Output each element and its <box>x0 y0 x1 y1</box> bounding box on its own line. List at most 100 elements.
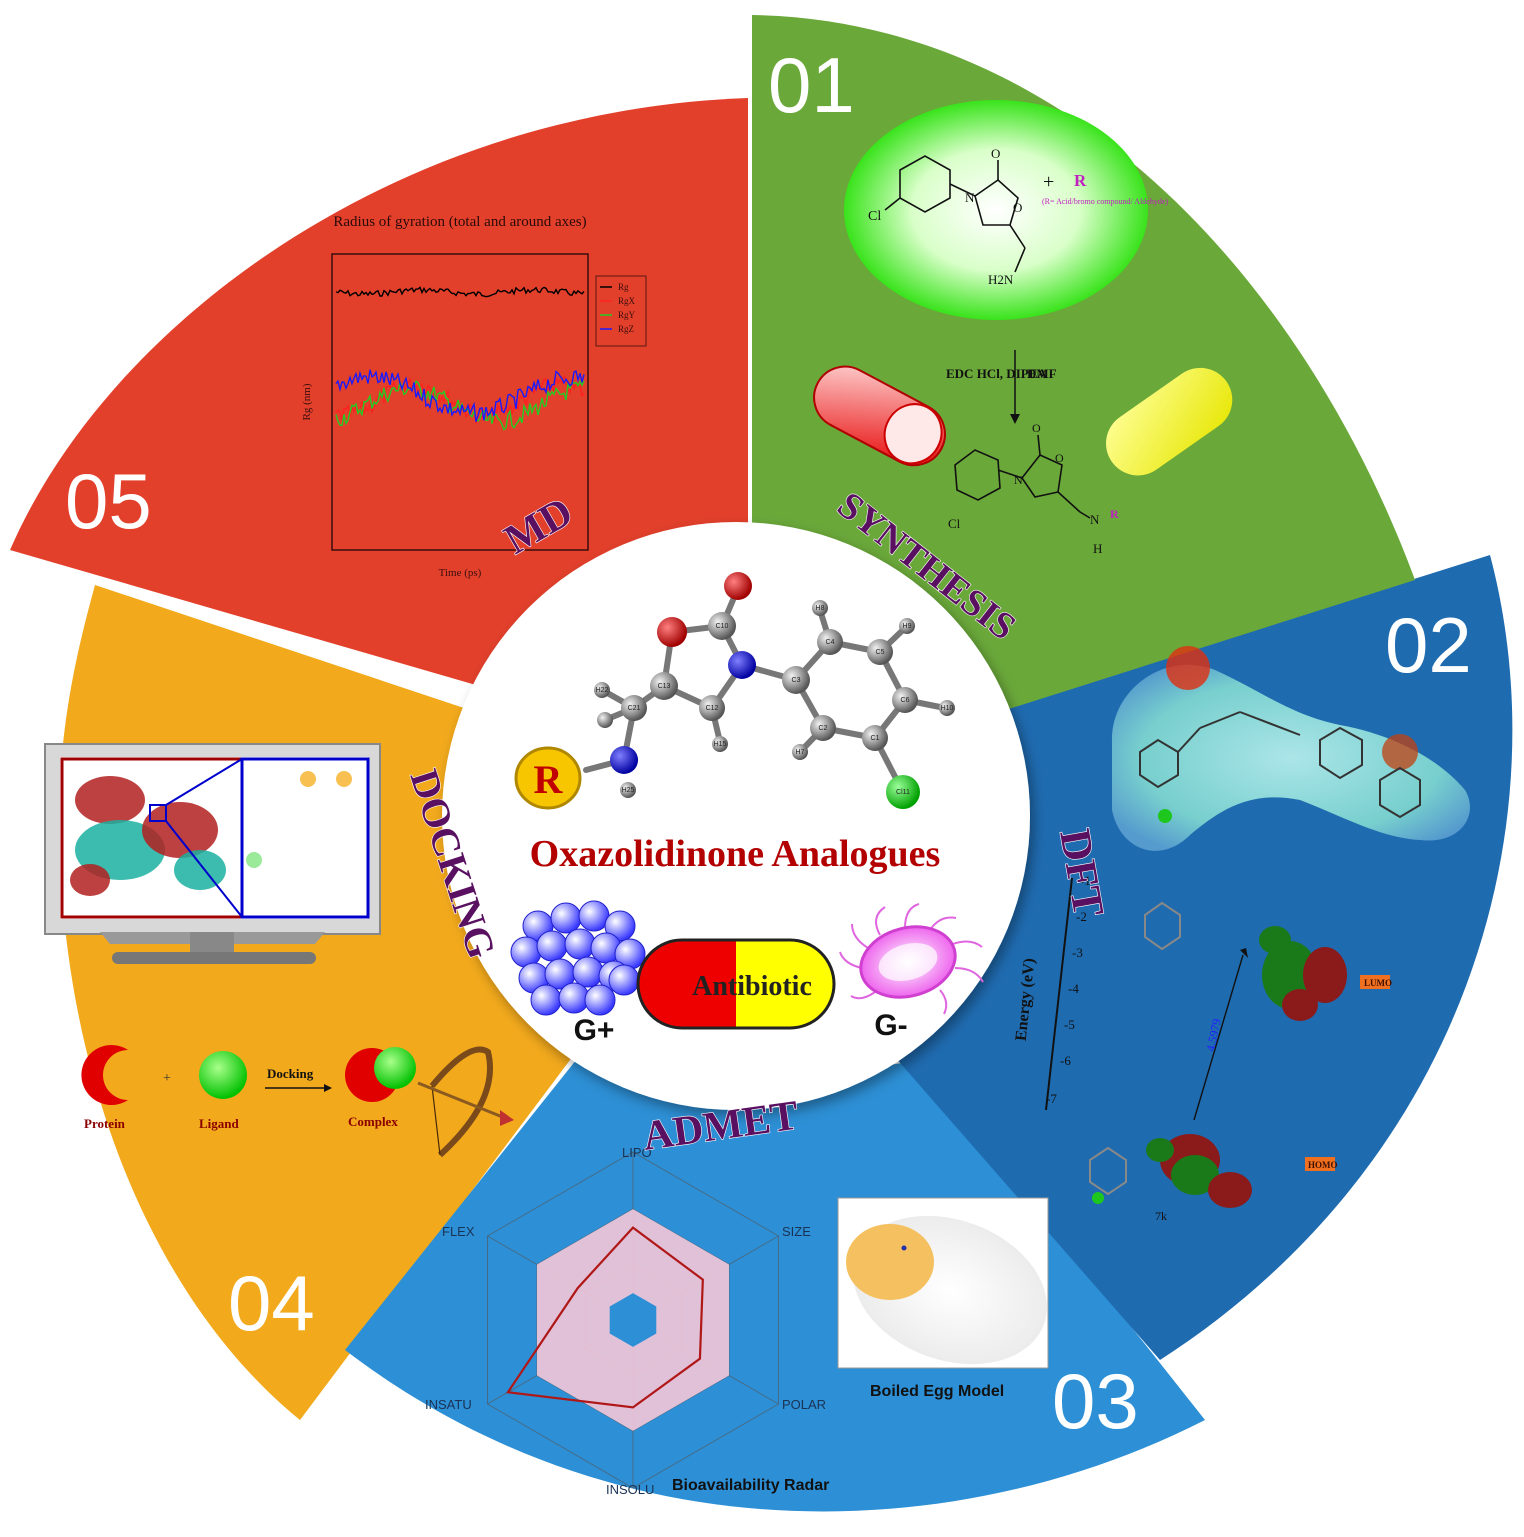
dft-compound: 7k <box>1155 1209 1167 1223</box>
atom-o-ring <box>657 617 687 647</box>
red-capsule <box>813 365 946 467</box>
coccus-sphere <box>608 964 640 996</box>
coccus-sphere <box>510 936 542 968</box>
lumo-label: LUMO <box>1364 978 1392 988</box>
md-number: 05 <box>65 457 152 545</box>
egg-caption: Boiled Egg Model <box>870 1383 1004 1400</box>
radar-label-lipo: LIPO <box>622 1145 652 1160</box>
conditions-left: EDC HCl, DIPEA <box>946 366 1047 381</box>
dft-tick: -1 <box>1080 873 1091 888</box>
coccus-sphere <box>572 956 604 988</box>
coccus-sphere <box>604 910 636 942</box>
dft-content: -1 -2 -3 -4 -5 -6 -7 Energy (eV) LUMO 4.… <box>1013 646 1470 1223</box>
atom-label: H8 <box>816 605 825 612</box>
atom-o-carbonyl <box>724 572 752 600</box>
md-segment[interactable] <box>10 98 748 705</box>
md-xlabel: Time (ps) <box>439 567 482 579</box>
atom-label: C3 <box>792 677 801 684</box>
atom-c2 <box>810 715 836 741</box>
reagent-plus: + <box>1043 171 1054 193</box>
esp-molecule <box>1139 711 1421 819</box>
g-minus-label: G- <box>874 1009 907 1042</box>
md-legend-rg: Rg <box>618 282 629 292</box>
dft-tick: -2 <box>1076 909 1087 924</box>
protein-label: Protein <box>84 1116 126 1131</box>
lumo-orbital <box>1144 901 1347 1021</box>
atom-label: C13 <box>658 683 671 690</box>
radar-compound-profile <box>505 1226 704 1409</box>
dft-number: 02 <box>1385 601 1472 689</box>
radar-label-flex: FLEX <box>442 1224 475 1239</box>
synthesis-content: Cl N O O H2N + R (R= Acid/bromo compound… <box>813 100 1233 556</box>
reactant-n: N <box>965 190 975 205</box>
ligand-ball <box>199 1051 247 1099</box>
coccus-sphere <box>564 928 596 960</box>
reagent-note: (R= Acid/bromo compound/ Aldehyde) <box>1042 197 1168 206</box>
radar-label-polar: POLAR <box>782 1397 826 1412</box>
coccus-sphere <box>558 982 590 1014</box>
reagent-r: R <box>1074 171 1087 190</box>
radar-caption: Bioavailability Radar <box>672 1477 829 1494</box>
dft-ticks: -1 -2 -3 -4 -5 -6 -7 <box>1046 873 1091 1106</box>
atom-c6 <box>892 687 918 713</box>
gram-positive-spheres <box>510 900 646 1016</box>
radar-axis-labels: LIPO SIZE POLAR INSOLU INSATU FLEX <box>425 1145 826 1497</box>
boiled-egg-plot <box>837 1197 1049 1369</box>
product-n: N <box>1014 473 1023 487</box>
admet-content: LIPO SIZE POLAR INSOLU INSATU FLEX Bioav… <box>425 1145 1049 1497</box>
reactant-carbonyl-o: O <box>991 146 1000 161</box>
reactant-o: O <box>1013 200 1022 215</box>
ligand-label: Ligand <box>199 1116 240 1131</box>
md-legend-rgx: RgX <box>618 296 636 306</box>
atom-label: C10 <box>716 623 729 630</box>
dft-label: DFT <box>1050 825 1114 920</box>
atom-label: C1 <box>871 735 880 742</box>
atom-c12 <box>699 695 725 721</box>
coccus-sphere <box>550 902 582 934</box>
product-h: H <box>1093 541 1102 556</box>
md-trace <box>335 286 585 298</box>
atom-label: H9 <box>903 623 912 630</box>
atom-n-amine <box>610 746 638 774</box>
coccus-sphere <box>578 900 610 932</box>
docking-arrow-label: Docking <box>267 1066 314 1081</box>
reactant-h2n: H2N <box>988 272 1014 287</box>
protein-shape <box>81 1045 128 1106</box>
md-legend-rgz: RgZ <box>618 324 634 334</box>
atom-label: H10 <box>941 705 954 712</box>
gram-negative-bacterium <box>839 903 984 1015</box>
dft-tick: -6 <box>1060 1053 1071 1068</box>
center-title[interactable]: Oxazolidinone Analogues <box>530 833 941 875</box>
admet-number: 03 <box>1052 1357 1139 1445</box>
md-plot-frame <box>331 253 589 551</box>
atom-label: C12 <box>706 705 719 712</box>
g-plus-label: G+ <box>574 1014 615 1047</box>
md-traces <box>335 286 585 431</box>
reactant-structure <box>884 155 1026 273</box>
atom-label: C5 <box>876 649 885 656</box>
atom-h8 <box>812 600 828 616</box>
atom-label: H15 <box>714 741 727 748</box>
coccus-sphere <box>530 984 562 1016</box>
product-o: O <box>1032 421 1041 435</box>
atom-c4 <box>817 629 843 655</box>
atom-h25 <box>620 782 636 798</box>
r-group-label: R <box>534 757 564 802</box>
coccus-sphere <box>536 930 568 962</box>
bioavailability-radar <box>487 1151 779 1489</box>
atom-c3 <box>782 666 810 694</box>
coccus-sphere <box>584 984 616 1016</box>
md-plot-title: Radius of gyration (total and around axe… <box>333 214 586 230</box>
atom-c13 <box>650 672 678 700</box>
reactant-blob <box>844 100 1148 320</box>
dft-tick: -3 <box>1072 945 1083 960</box>
conditions-right: DMF <box>1027 366 1057 381</box>
product-cl: Cl <box>948 516 961 531</box>
bow-arrow <box>417 1046 514 1158</box>
dft-gap: 4.5979 <box>1203 1017 1224 1052</box>
atom-h15 <box>712 736 728 752</box>
homo-label: HOMO <box>1308 1160 1338 1170</box>
complex-label: Complex <box>348 1114 398 1129</box>
homo-orbital <box>1089 1134 1252 1208</box>
atom-label: C6 <box>901 697 910 704</box>
